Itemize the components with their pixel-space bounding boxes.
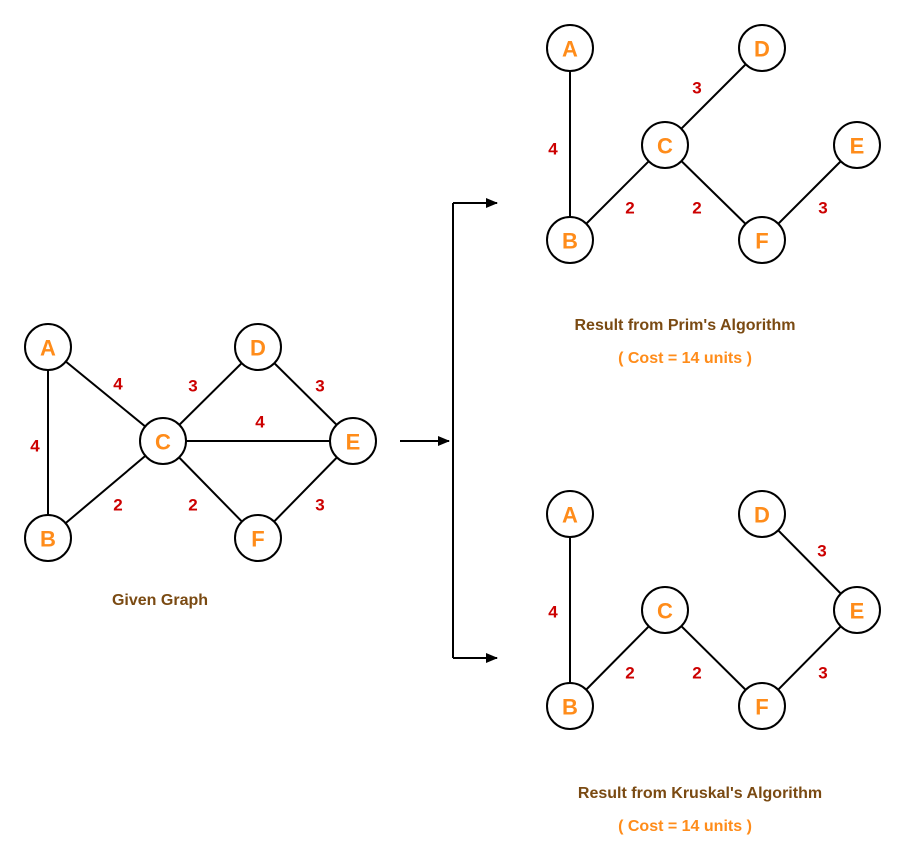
edge-weight-f-e: 3 — [818, 199, 827, 218]
node-c: C — [641, 586, 689, 634]
node-b: B — [546, 682, 594, 730]
node-circle — [546, 490, 594, 538]
prim-result-graph: 4 3 2 2 3 A B C D E F — [546, 24, 881, 264]
edge-weight-c-d: 3 — [188, 377, 197, 396]
node-label: D — [250, 336, 266, 361]
node-d: D — [738, 490, 786, 538]
node-e: E — [833, 121, 881, 169]
node-circle — [546, 24, 594, 72]
node-f: F — [738, 216, 786, 264]
edge-weight-b-c: 2 — [625, 664, 634, 683]
node-d: D — [234, 323, 282, 371]
edge-weight-f-e: 3 — [315, 496, 324, 515]
node-d: D — [738, 24, 786, 72]
node-label: B — [562, 229, 578, 254]
kruskal-cost-label: ( Cost = 14 units ) — [618, 818, 752, 835]
kruskal-result-graph: 4 3 2 2 3 A B C D E F — [546, 490, 881, 730]
node-c: C — [139, 417, 187, 465]
node-label: A — [40, 336, 56, 361]
node-label: D — [754, 37, 770, 62]
node-label: E — [346, 430, 361, 455]
node-label: D — [754, 503, 770, 528]
edge-weight-c-e: 4 — [255, 413, 265, 432]
node-label: E — [850, 599, 865, 624]
node-label: B — [562, 695, 578, 720]
edge-b-c — [47, 440, 164, 539]
node-label: C — [657, 134, 673, 159]
node-circle — [833, 121, 881, 169]
node-f: F — [234, 514, 282, 562]
connector-arrows — [400, 198, 498, 663]
node-label: C — [155, 430, 171, 455]
node-b: B — [546, 216, 594, 264]
node-circle — [641, 586, 689, 634]
prim-cost-label: ( Cost = 14 units ) — [618, 350, 752, 367]
node-circle — [738, 24, 786, 72]
edge-weight-a-b: 4 — [30, 437, 40, 456]
node-circle — [234, 323, 282, 371]
node-circle — [139, 417, 187, 465]
node-label: B — [40, 527, 56, 552]
edge-a-c — [47, 346, 164, 442]
node-a: A — [546, 490, 594, 538]
edge-weight-b-c: 2 — [113, 496, 122, 515]
edge-weight-d-e: 3 — [817, 542, 826, 561]
edge-weight-a-b: 4 — [548, 603, 558, 622]
kruskal-result-caption: Result from Kruskal's Algorithm — [577, 785, 823, 802]
edge-weight-d-e: 3 — [315, 377, 324, 396]
node-circle — [738, 682, 786, 730]
node-circle — [738, 216, 786, 264]
edge-weight-a-b: 4 — [548, 140, 558, 159]
given-graph-caption: Given Graph — [111, 592, 209, 609]
node-circle — [546, 216, 594, 264]
node-circle — [738, 490, 786, 538]
node-label: E — [850, 134, 865, 159]
edge-weight-c-f: 2 — [692, 199, 701, 218]
node-label: C — [657, 599, 673, 624]
node-label: A — [562, 503, 578, 528]
node-c: C — [641, 121, 689, 169]
node-e: E — [833, 586, 881, 634]
node-circle — [234, 514, 282, 562]
node-circle — [833, 586, 881, 634]
node-f: F — [738, 682, 786, 730]
edge-weight-c-d: 3 — [692, 79, 701, 98]
node-circle — [24, 514, 72, 562]
node-b: B — [24, 514, 72, 562]
edge-weight-f-e: 3 — [818, 664, 827, 683]
prim-result-caption: Result from Prim's Algorithm — [574, 317, 796, 334]
node-label: F — [251, 527, 264, 552]
node-a: A — [24, 323, 72, 371]
node-circle — [546, 682, 594, 730]
edge-weight-b-c: 2 — [625, 199, 634, 218]
node-circle — [24, 323, 72, 371]
edge-weight-c-f: 2 — [692, 664, 701, 683]
edge-weight-a-c: 4 — [113, 375, 123, 394]
node-e: E — [329, 417, 377, 465]
node-label: F — [755, 229, 768, 254]
node-label: F — [755, 695, 768, 720]
node-circle — [641, 121, 689, 169]
given-graph: 4 4 2 3 4 2 3 3 A B C D E F — [24, 323, 377, 562]
edge-weight-c-f: 2 — [188, 496, 197, 515]
node-circle — [329, 417, 377, 465]
node-a: A — [546, 24, 594, 72]
node-label: A — [562, 37, 578, 62]
